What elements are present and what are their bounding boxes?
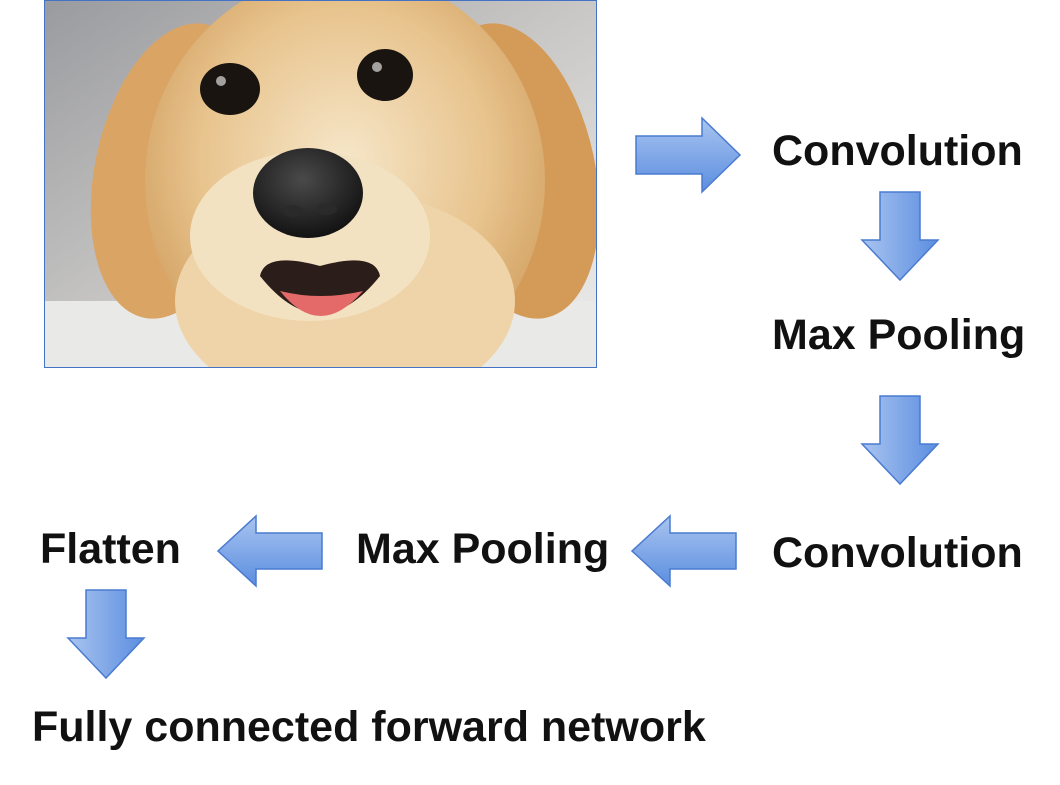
arrow-right-icon (634, 116, 742, 199)
step-max-pooling-2: Max Pooling (356, 525, 610, 573)
arrow-left-icon (216, 514, 324, 593)
arrow-down-icon (860, 394, 940, 491)
step-convolution-2: Convolution (772, 529, 1023, 577)
step-max-pooling-1: Max Pooling (772, 311, 1026, 359)
step-fully-connected: Fully connected forward network (32, 703, 706, 751)
arrow-down-icon (66, 588, 146, 685)
arrow-left-icon (630, 514, 738, 593)
dog-photo (44, 0, 597, 368)
step-flatten: Flatten (40, 525, 181, 573)
step-convolution-1: Convolution (772, 127, 1023, 175)
arrow-down-icon (860, 190, 940, 287)
